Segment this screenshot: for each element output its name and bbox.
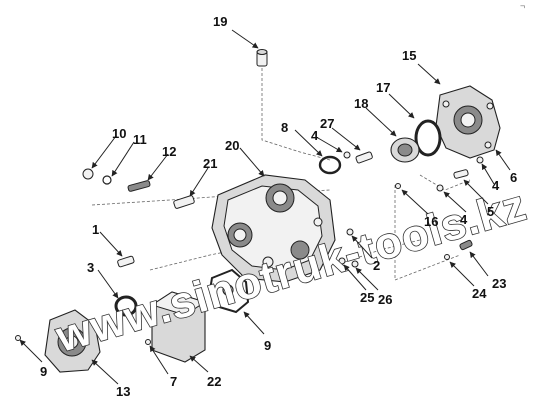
fastener-2	[346, 228, 354, 236]
assembly-guide-lines	[91, 68, 471, 281]
fastener-4c	[436, 184, 444, 192]
label-21: 19	[213, 14, 227, 29]
fastener-26	[338, 257, 346, 265]
label-18: 18	[354, 96, 368, 111]
label-20: 21	[203, 156, 217, 171]
label-15: 15	[402, 48, 416, 63]
label-26: 25	[360, 290, 374, 305]
fastener-9	[15, 335, 21, 341]
label-25: 26	[378, 292, 392, 307]
o-ring-10	[318, 155, 342, 175]
cooler-22	[150, 291, 207, 363]
main-housing-19	[211, 174, 336, 283]
callout-leaders	[19, 29, 511, 385]
label-4-mid: 4	[460, 212, 468, 227]
label-14: 12	[162, 144, 176, 159]
label-22: 22	[207, 374, 221, 389]
label-9: 9	[40, 364, 47, 379]
gasket-17	[414, 119, 442, 157]
callout-numbers: 19 15 17 18 27 8 4 20 21 12 11 10 1 3 2 …	[40, 14, 517, 399]
fastener-25	[351, 260, 359, 268]
seal-3	[114, 295, 138, 317]
sensor-5	[453, 169, 469, 179]
gear-18	[390, 137, 420, 163]
label-19: 20	[225, 138, 239, 153]
label-4-right: 4	[492, 178, 500, 193]
bolt-27	[355, 151, 373, 164]
label-8: 7	[170, 374, 177, 389]
label-27: 27	[320, 116, 334, 131]
pump-housing-15	[435, 85, 501, 159]
corner-mark: ¬	[520, 1, 525, 11]
label-24: 24	[472, 286, 487, 301]
gasket-7	[208, 268, 250, 314]
fastener-24	[444, 254, 450, 260]
label-6: 6	[510, 170, 517, 185]
label-3: 3	[87, 260, 94, 275]
label-16: 16	[424, 214, 438, 229]
label-2: 2	[373, 258, 380, 273]
label-17: 17	[376, 80, 390, 95]
label-10: 8	[281, 120, 288, 135]
label-7: 9	[264, 338, 271, 353]
label-13: 11	[133, 132, 147, 147]
stud-14	[127, 180, 151, 192]
fastener-4b	[476, 156, 484, 164]
label-11: 13	[116, 384, 130, 399]
plug-12	[82, 168, 94, 180]
label-1: 1	[92, 222, 99, 237]
washer-13	[102, 175, 112, 185]
screw-20	[173, 195, 195, 209]
label-5: 5	[487, 204, 494, 219]
label-23: 23	[492, 276, 506, 291]
sensor-23	[459, 239, 473, 251]
front-cover-11	[44, 309, 101, 373]
label-4-top: 4	[311, 128, 319, 143]
bolt-1	[117, 255, 135, 268]
bolt-21	[256, 48, 268, 67]
fastener-8	[145, 339, 151, 345]
fastener-4a	[343, 151, 351, 159]
label-12: 10	[112, 126, 126, 141]
fastener-16	[395, 183, 401, 189]
